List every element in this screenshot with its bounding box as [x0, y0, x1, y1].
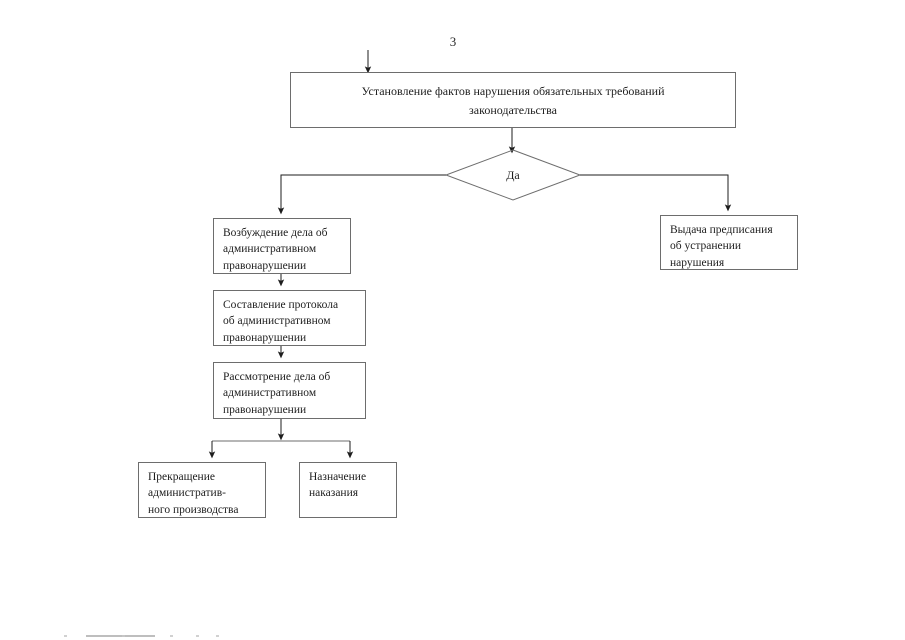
node-review-label: Рассмотрение дела об административном пр… [223, 371, 331, 416]
decision-diamond [444, 149, 582, 201]
node-decision-label: Да [506, 168, 520, 182]
node-protocol-label: Составление протокола об административно… [223, 299, 339, 344]
node-protocol: Составление протокола об административно… [213, 290, 366, 346]
node-start-label: Установление фактов нарушения обязательн… [361, 84, 665, 117]
node-terminate-label: Прекращение административ- ного производ… [148, 471, 239, 516]
node-case-init-label: Возбуждение дела об административном пра… [223, 227, 328, 272]
node-penalty: Назначение наказания [299, 462, 397, 518]
node-terminate: Прекращение административ- ного производ… [138, 462, 266, 518]
node-order: Выдача предписания об устранении нарушен… [660, 215, 798, 270]
node-review: Рассмотрение дела об административном пр… [213, 362, 366, 419]
node-order-label: Выдача предписания об устранении нарушен… [670, 224, 773, 269]
edge-decision-to-case-init [277, 174, 446, 215]
node-case-init: Возбуждение дела об административном пра… [213, 218, 351, 274]
edge-decision-to-order [580, 174, 732, 212]
node-penalty-label: Назначение наказания [309, 471, 367, 500]
page-number: 3 [449, 34, 457, 49]
node-start: Установление фактов нарушения обязательн… [290, 72, 736, 128]
